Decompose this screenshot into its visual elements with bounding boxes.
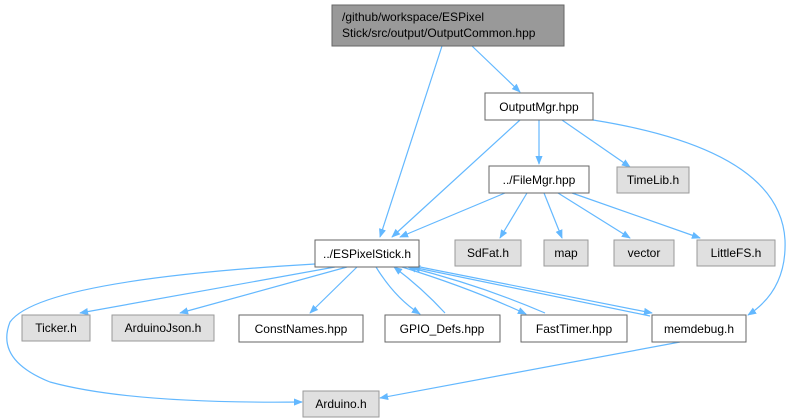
edge-filemgr-to-vector: [557, 192, 631, 239]
edge-gpiodefs-to-espixelstick: [393, 266, 446, 314]
node-arduino: Arduino.h: [302, 390, 380, 418]
node-espixelstick-label[interactable]: ../ESPixelStick.h: [323, 247, 411, 261]
edge-espixelstick-to-arduinojson: [179, 266, 348, 315]
node-file-mgr[interactable]: ../FileMgr.hpp: [488, 165, 590, 194]
node-arduino-label: Arduino.h: [315, 397, 366, 411]
node-littlefs-box: [696, 239, 776, 267]
edge-espixelstick-to-gpiodefs: [375, 266, 421, 315]
edge-filemgr-to-espixelstick: [399, 192, 506, 238]
node-map-box: [543, 239, 589, 267]
node-espixelstick-box[interactable]: [314, 239, 420, 268]
node-output-mgr-label[interactable]: OutputMgr.hpp: [499, 100, 579, 114]
edge-filemgr-to-sdfat: [499, 192, 528, 239]
node-vector: vector: [613, 239, 675, 267]
node-arduino-json-box: [111, 314, 215, 342]
node-memdebug[interactable]: memdebug.h: [651, 314, 747, 343]
node-root-file: /github/workspace/ESPixel Stick/src/outp…: [331, 4, 565, 47]
edge-filemgr-to-littlefs: [571, 192, 701, 239]
node-gpio-defs[interactable]: GPIO_Defs.hpp: [384, 314, 501, 343]
node-output-mgr-box[interactable]: [484, 92, 594, 121]
node-file-mgr-box[interactable]: [488, 165, 590, 194]
node-espixelstick[interactable]: ../ESPixelStick.h: [314, 239, 420, 268]
node-root-box: [331, 4, 565, 47]
node-vector-box: [613, 239, 675, 267]
edge-outputmgr-to-timelib: [561, 119, 631, 168]
node-memdebug-label[interactable]: memdebug.h: [664, 322, 734, 336]
node-time-lib-label: TimeLib.h: [627, 173, 679, 187]
node-root-label-line2: Stick/src/output/OutputCommon.hpp: [342, 26, 536, 40]
node-fast-timer[interactable]: FastTimer.hpp: [520, 314, 628, 343]
node-littlefs: LittleFS.h: [696, 239, 776, 267]
node-fast-timer-label[interactable]: FastTimer.hpp: [536, 322, 613, 336]
node-ticker-label: Ticker.h: [35, 321, 77, 335]
edge-memdebug-to-espixelstick: [411, 265, 651, 317]
dependency-edges: [6, 45, 786, 406]
edge-filemgr-to-map: [543, 192, 563, 239]
node-const-names-box[interactable]: [238, 314, 364, 343]
node-ticker-box: [21, 314, 91, 342]
node-map-label: map: [554, 246, 578, 260]
node-memdebug-box[interactable]: [651, 314, 747, 343]
node-map: map: [543, 239, 589, 267]
edge-fasttimer-to-espixelstick: [407, 265, 546, 314]
edge-root-to-espixelstick: [379, 45, 443, 238]
edge-memdebug-to-arduino: [379, 341, 681, 401]
edge-espixelstick-to-constnames: [309, 266, 358, 314]
edge-espixelstick-to-fasttimer: [401, 266, 527, 315]
node-const-names-label[interactable]: ConstNames.hpp: [255, 322, 348, 336]
node-littlefs-label: LittleFS.h: [711, 246, 762, 260]
node-ticker: Ticker.h: [21, 314, 91, 342]
node-vector-label: vector: [628, 246, 661, 260]
node-sdfat-label: SdFat.h: [467, 246, 509, 260]
edge-espixelstick-to-arduino: [6, 263, 316, 406]
node-gpio-defs-box[interactable]: [384, 314, 501, 343]
edge-espixelstick-to-ticker: [79, 266, 336, 316]
node-const-names[interactable]: ConstNames.hpp: [238, 314, 364, 343]
node-fast-timer-box[interactable]: [520, 314, 628, 343]
node-sdfat-box: [454, 239, 522, 267]
node-time-lib-box: [616, 166, 690, 194]
node-arduino-box: [302, 390, 380, 418]
node-arduino-json: ArduinoJson.h: [111, 314, 215, 342]
edge-outputmgr-to-espixelstick: [391, 119, 521, 238]
node-arduino-json-label: ArduinoJson.h: [125, 321, 202, 335]
edge-espixelstick-to-memdebug: [419, 266, 653, 315]
node-sdfat: SdFat.h: [454, 239, 522, 267]
edge-outputmgr-to-memdebug: [592, 119, 786, 316]
node-output-mgr[interactable]: OutputMgr.hpp: [484, 92, 594, 121]
node-gpio-defs-label[interactable]: GPIO_Defs.hpp: [400, 322, 485, 336]
edge-root-to-outputmgr: [471, 45, 521, 93]
node-file-mgr-label[interactable]: ../FileMgr.hpp: [503, 173, 576, 187]
node-time-lib: TimeLib.h: [616, 166, 690, 194]
node-root-label-line1: /github/workspace/ESPixel: [342, 10, 484, 24]
